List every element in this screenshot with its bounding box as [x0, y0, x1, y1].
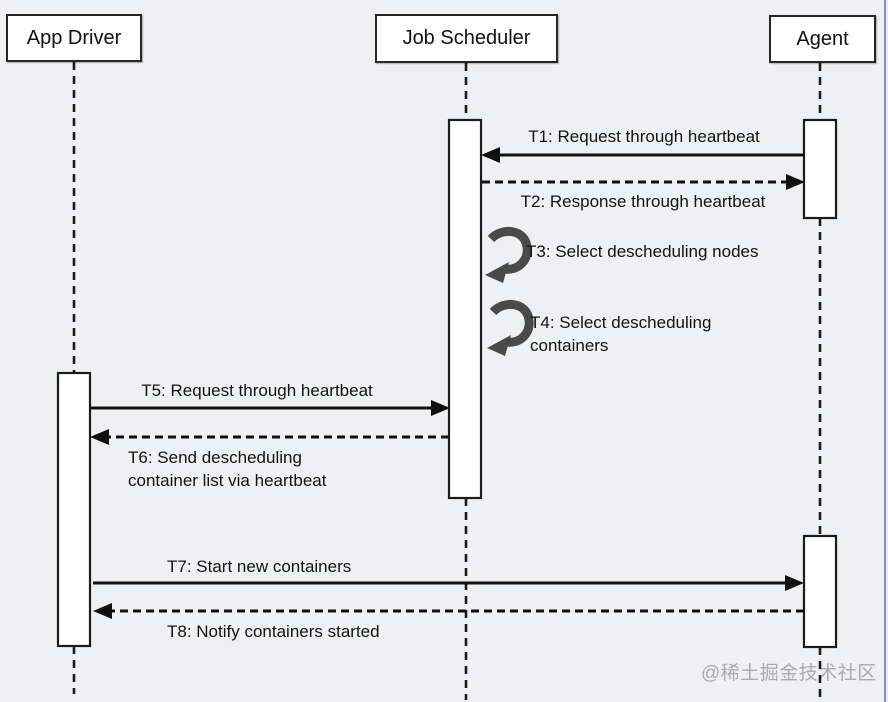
actor-agent: Agent	[769, 15, 876, 63]
arrow-t6	[90, 429, 449, 445]
arrow-t2	[482, 174, 805, 190]
message-label-t3: T3: Select descheduling nodes	[526, 242, 759, 261]
self-loop-icon-t3	[485, 227, 532, 283]
arrow-t7	[93, 575, 804, 591]
actor-agent-label: Agent	[796, 27, 849, 50]
window-edge-highlight	[886, 0, 888, 702]
arrow-t8	[93, 603, 804, 619]
arrow-t5	[90, 400, 450, 416]
message-label-t1: T1: Request through heartbeat	[528, 127, 760, 146]
message-label-t4: T4: Select descheduling containers	[530, 313, 712, 355]
message-label-t2: T2: Response through heartbeat	[520, 192, 766, 211]
message-label-t8: T8: Notify containers started	[167, 622, 380, 641]
activation-app-driver	[56, 371, 92, 648]
activation-agent-top	[802, 118, 838, 220]
actor-app-driver-label: App Driver	[26, 26, 122, 49]
arrow-t1	[481, 147, 804, 163]
message-label-t6: T6: Send descheduling container list via…	[128, 448, 327, 490]
actor-job-scheduler: Job Scheduler	[375, 14, 558, 63]
window-edge-accent	[884, 0, 886, 702]
actor-job-scheduler-label: Job Scheduler	[402, 27, 531, 49]
activation-job-scheduler	[447, 118, 483, 500]
message-label-t5: T5: Request through heartbeat	[141, 381, 373, 400]
self-loop-icon-t4	[487, 300, 534, 356]
actor-app-driver: App Driver	[6, 14, 142, 62]
watermark: @稀土掘金技术社区	[701, 663, 877, 684]
message-label-t7: T7: Start new containers	[167, 557, 352, 576]
activation-agent-bottom	[802, 534, 838, 649]
